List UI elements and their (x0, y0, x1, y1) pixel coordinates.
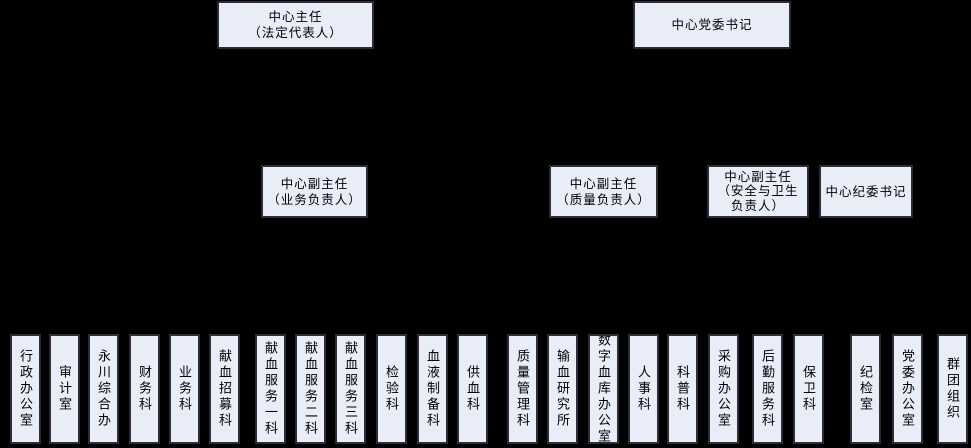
dept-blood-donation-service-section-1: 献血服务一科 (256, 335, 285, 443)
dept-discipline-inspection-office: 纪检室 (851, 335, 880, 443)
dept-mass-organizations: 群团组织 (938, 335, 967, 443)
dept-label: 群团组织 (945, 357, 960, 421)
dept-party-committee-office: 党委办公室 (893, 335, 922, 443)
node-party-committee-secretary: 中心党委书记 (634, 2, 790, 48)
dept-blood-donation-recruitment-section: 献血招募科 (210, 335, 239, 443)
dept-label: 永川综合办 (96, 349, 111, 429)
node-label-line: （业务负责人） (267, 192, 362, 207)
dept-label: 后勤服务科 (760, 349, 775, 429)
dept-label: 检验科 (384, 365, 399, 413)
dept-label: 献血服务三科 (343, 341, 358, 437)
dept-blood-preparation-section: 血液制备科 (418, 335, 447, 443)
dept-testing-section: 检验科 (377, 335, 406, 443)
node-label-line: 负责人） (730, 198, 785, 213)
dept-label: 行政办公室 (18, 349, 33, 429)
node-label-line: 中心主任 (268, 10, 323, 24)
dept-label: 输血研究所 (555, 349, 570, 429)
dept-label: 供血科 (465, 365, 480, 413)
dept-blood-donation-service-section-2: 献血服务二科 (296, 335, 325, 443)
dept-label: 党委办公室 (900, 349, 915, 429)
dept-security-section: 保卫科 (794, 335, 823, 443)
dept-label: 科普科 (675, 365, 690, 413)
dept-blood-supply-section: 供血科 (458, 335, 487, 443)
dept-label: 数字血库办公室 (596, 335, 611, 443)
dept-label: 血液制备科 (425, 349, 440, 429)
dept-label: 献血服务一科 (263, 341, 278, 437)
node-deputy-director-business: 中心副主任 （业务负责人） (262, 166, 367, 217)
dept-label: 人事科 (636, 365, 651, 413)
node-center-director: 中心主任 （法定代表人） (218, 2, 373, 48)
dept-label: 纪检室 (858, 365, 873, 413)
dept-label: 质量管理科 (515, 349, 530, 429)
dept-quality-management-section: 质量管理科 (508, 335, 537, 443)
dept-label: 采购办公室 (716, 349, 731, 429)
dept-yongchuan-general-office: 永川综合办 (89, 335, 118, 443)
dept-label: 业务科 (177, 365, 192, 413)
dept-blood-donation-service-section-3: 献血服务三科 (336, 335, 365, 443)
node-deputy-director-quality: 中心副主任 （质量负责人） (550, 166, 657, 217)
dept-label: 献血服务二科 (303, 341, 318, 437)
dept-transfusion-research-institute: 输血研究所 (548, 335, 577, 443)
dept-logistics-service-section: 后勤服务科 (753, 335, 782, 443)
node-label-line: 中心党委书记 (671, 18, 753, 32)
dept-label: 审计室 (57, 365, 72, 413)
dept-finance-section: 财务科 (130, 335, 159, 443)
node-discipline-committee-secretary: 中心纪委书记 (820, 166, 912, 217)
node-label-line: 中心副主任 (724, 169, 792, 184)
dept-procurement-office: 采购办公室 (709, 335, 738, 443)
dept-label: 献血招募科 (217, 349, 232, 429)
dept-audit-office: 审计室 (50, 335, 79, 443)
dept-admin-office: 行政办公室 (11, 335, 40, 443)
node-label-line: 中心副主任 (569, 176, 638, 191)
dept-science-popularization-section: 科普科 (668, 335, 697, 443)
dept-business-section: 业务科 (170, 335, 199, 443)
node-label-line: 中心纪委书记 (825, 184, 907, 199)
dept-personnel-section: 人事科 (629, 335, 658, 443)
node-deputy-director-safety-health: 中心副主任 （安全与卫生 负责人） (708, 166, 808, 217)
dept-label: 保卫科 (801, 365, 816, 413)
dept-label: 财务科 (137, 365, 152, 413)
node-label-line: （法定代表人） (248, 26, 343, 40)
node-label-line: （质量负责人） (556, 192, 651, 207)
node-label-line: 中心副主任 (280, 176, 349, 191)
dept-digital-blood-bank-office: 数字血库办公室 (589, 335, 618, 443)
node-label-line: （安全与卫生 (717, 184, 799, 199)
